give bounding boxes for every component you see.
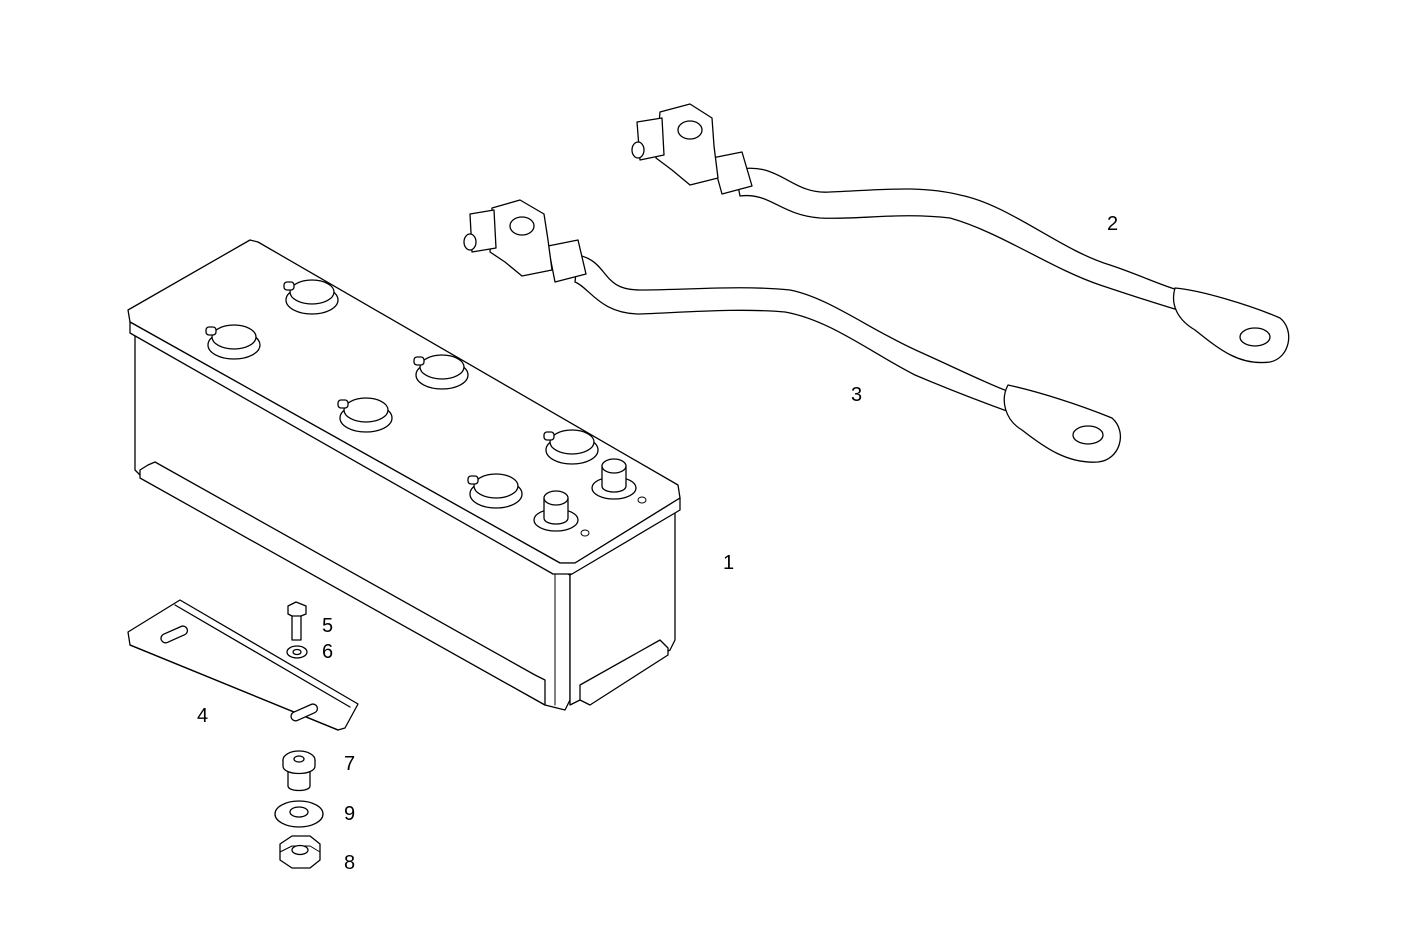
- bolt-shank: [291, 615, 302, 641]
- battery-vent-cap-1: [283, 279, 339, 315]
- clamp-plate-fold: [174, 604, 351, 708]
- cable-2-ring-hole: [1239, 327, 1271, 347]
- vent-cap-6-top: [473, 473, 519, 499]
- stud-bushing-head-side: [282, 759, 316, 775]
- cable-2-ring-lug: [1172, 287, 1290, 364]
- washer-small: [286, 645, 308, 659]
- cable-3-bolt-head: [463, 233, 477, 251]
- vent-cap-5-top: [549, 429, 595, 455]
- battery-terminal-positive: [591, 458, 637, 500]
- callout-5-bolt: 5: [322, 615, 334, 637]
- battery-cable-2: [631, 103, 1290, 364]
- vent-cap-1-top: [289, 279, 335, 305]
- hex-nut: [279, 835, 321, 869]
- callout-6-washer-small: 6: [322, 641, 334, 663]
- bolt-head: [287, 601, 307, 619]
- cable-2-wire: [734, 167, 1186, 313]
- cable-2-clamp-slot: [677, 120, 703, 140]
- stud-bushing: [282, 750, 316, 792]
- cable-3-ring-hole: [1072, 425, 1104, 445]
- battery-cable-3: [463, 199, 1122, 463]
- vent-cap-2-tab: [205, 326, 217, 336]
- clamp-plate-slot-left: [160, 625, 189, 644]
- battery-vent-cap-4: [337, 397, 393, 433]
- vent-cap-3-tab: [413, 356, 425, 366]
- washer-large: [274, 800, 324, 828]
- cable-2-bolt-head: [631, 141, 645, 159]
- clamp-plate: [127, 599, 359, 731]
- cable-3-wire: [574, 254, 1016, 415]
- cable-3-ring-lug: [1003, 384, 1122, 463]
- callout-9-washer-large: 9: [344, 803, 356, 825]
- battery-vent-cap-2: [205, 324, 261, 360]
- callout-2-cable-long: 2: [1107, 213, 1119, 235]
- cable-3-clamp-slot: [509, 216, 535, 236]
- callout-3-cable-short: 3: [851, 384, 863, 406]
- vent-cap-5-tab: [543, 431, 555, 441]
- vent-cap-1-tab: [283, 281, 295, 291]
- callout-1-battery: 1: [723, 552, 735, 574]
- vent-cap-2-top: [211, 324, 257, 350]
- callout-8-nut: 8: [344, 852, 356, 874]
- battery-base-flange-front: [139, 461, 546, 706]
- stud-bushing-hole: [293, 755, 305, 763]
- cable-3-sleeve: [547, 239, 587, 283]
- battery: [127, 239, 681, 711]
- nut-thread: [291, 844, 309, 856]
- polarity-mark-negative: [580, 529, 590, 537]
- washer-small-inner: [292, 648, 302, 656]
- cable-2-sleeve: [711, 151, 753, 195]
- battery-vent-cap-5: [543, 429, 599, 465]
- polarity-mark-positive: [637, 496, 647, 504]
- washer-large-inner: [289, 806, 309, 818]
- vent-cap-4-top: [343, 397, 389, 423]
- callout-4-clamp-plate: 4: [197, 705, 209, 727]
- cable-3-clamp: [489, 199, 553, 277]
- battery-vent-cap-6: [467, 473, 523, 509]
- clamp-plate-slot-right: [290, 703, 319, 722]
- terminal-negative-top: [543, 490, 569, 506]
- terminal-positive-top: [601, 458, 627, 474]
- callout-7-stud-bushing: 7: [344, 753, 356, 775]
- vent-cap-6-tab: [467, 475, 479, 485]
- battery-vent-cap-3: [413, 354, 469, 390]
- vent-cap-3-top: [419, 354, 465, 380]
- vent-cap-4-tab: [337, 399, 349, 409]
- bolt: [287, 601, 307, 641]
- battery-base-flange-end: [579, 639, 669, 706]
- cable-2-clamp: [655, 103, 719, 186]
- battery-lid-rim: [129, 321, 681, 575]
- battery-terminal-negative: [533, 490, 579, 532]
